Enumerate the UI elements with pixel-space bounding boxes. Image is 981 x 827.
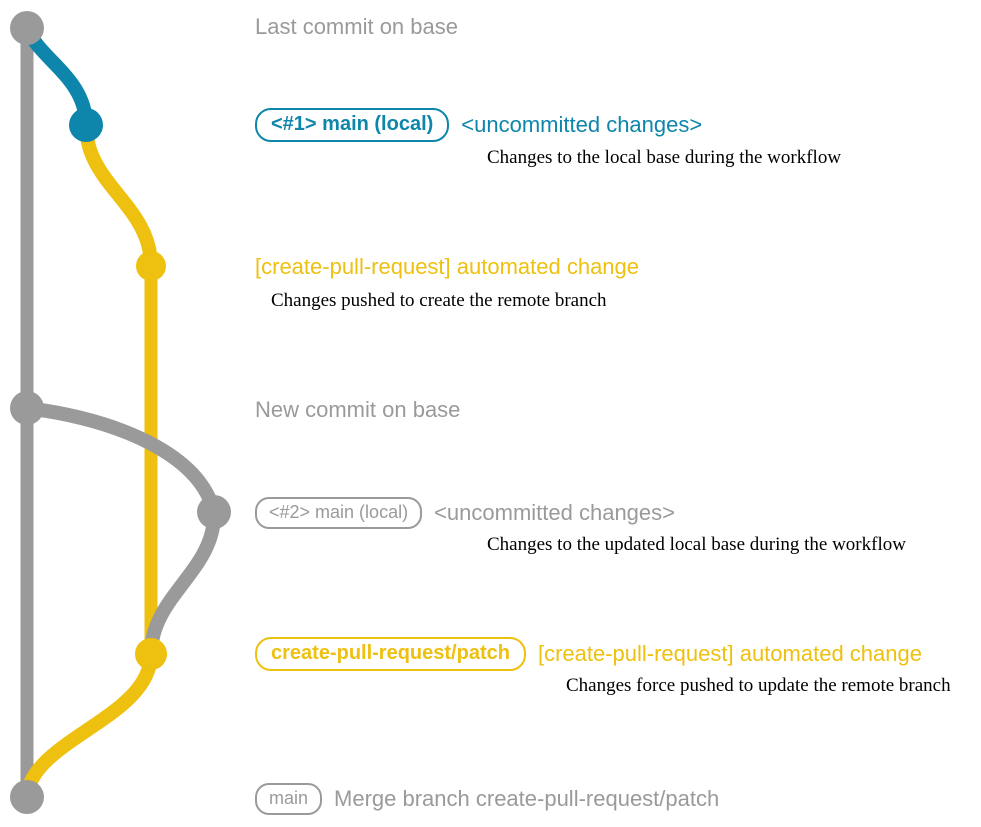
commit-row-1: <#1> main (local) <uncommitted changes> [255,108,702,142]
commit-subject-new-commit-on-base: New commit on base [255,397,461,422]
branch-badge-main[interactable]: main [255,783,323,815]
commit-node-base-merge[interactable] [10,780,44,814]
commit-subject-automated-change-1: [create-pull-request] automated change [255,254,640,279]
commit-node-patch-1[interactable] [136,251,166,281]
edge-local1-to-patch1 [79,118,158,273]
commit-note-1: Changes to the local base during the wor… [487,147,842,168]
edge-basenew-to-local2 [20,401,221,519]
commit-subject-last-commit-on-base: Last commit on base [255,14,458,39]
commit-note-2: Changes pushed to create the remote bran… [271,290,607,311]
edge-patch2-to-merge [20,647,158,804]
edge-local2-to-patch2 [144,505,222,661]
commit-note-3: Changes to the updated local base during… [487,534,906,555]
commit-node-base-new[interactable] [10,391,44,425]
commit-row-4: main Merge branch create-pull-request/pa… [255,783,719,815]
commit-note-4: Changes force pushed to update the remot… [566,675,951,696]
branch-badge-main-local-2[interactable]: <#2> main (local) [255,497,423,529]
commit-subject-uncommitted-changes-1: <uncommitted changes> [461,112,703,137]
edge-base-to-local1 [20,21,93,132]
branch-badge-main-local-1[interactable]: <#1> main (local) [255,108,450,142]
commit-row-3: create-pull-request/patch [create-pull-r… [255,637,922,671]
commit-row-2: <#2> main (local) <uncommitted changes> [255,497,675,529]
commit-subject-uncommitted-changes-2: <uncommitted changes> [434,499,676,525]
commit-node-local-1[interactable] [69,108,103,142]
commit-node-base-top[interactable] [10,11,44,45]
branch-badge-create-pull-request-patch[interactable]: create-pull-request/patch [255,637,526,671]
commit-node-patch-2[interactable] [135,638,167,670]
commit-node-local-2[interactable] [197,495,231,529]
commit-subject-automated-change-2: [create-pull-request] automated change [537,641,922,666]
commit-subject-merge-branch: Merge branch create-pull-request/patch [334,785,720,811]
